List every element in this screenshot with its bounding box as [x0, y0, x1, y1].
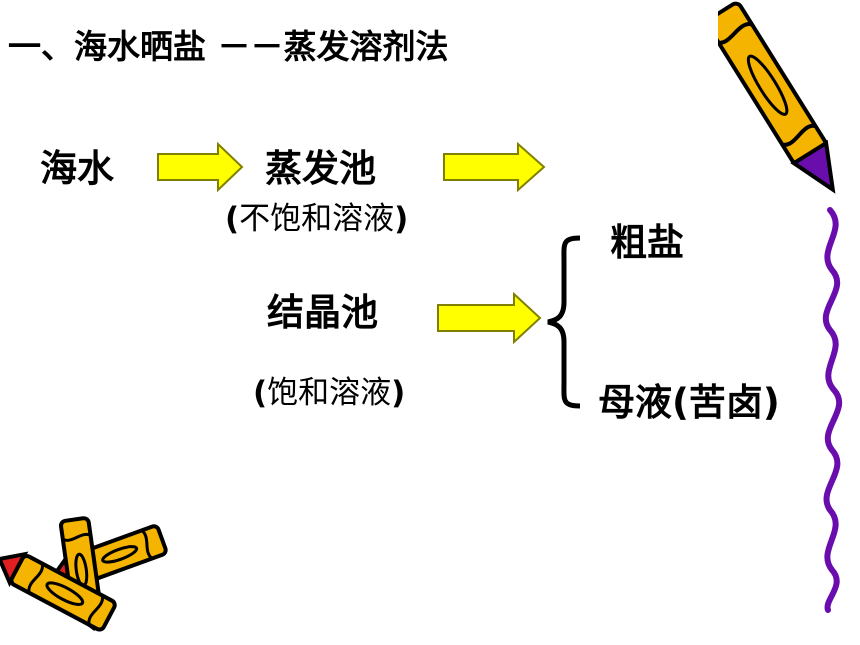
arrow-seawater-to-evaporation — [157, 142, 244, 192]
crayon-icon — [718, 1, 836, 194]
crystallization-pond-state: (饱和溶液) — [253, 375, 406, 411]
crystallization-pond-label: 结晶池 — [267, 291, 378, 334]
seawater-label: 海水 — [40, 147, 114, 190]
crayon-icon — [0, 516, 168, 632]
evaporation-pond-label: 蒸发池 — [265, 147, 376, 190]
product-crude-salt: 粗盐 — [610, 221, 684, 264]
arrow-crystallization-to-products — [437, 292, 542, 344]
slide-title: 一、海水晒盐 －－蒸发溶剂法 — [8, 27, 449, 66]
evaporation-pond-state: (不饱和溶液) — [225, 201, 409, 237]
curly-brace — [547, 235, 581, 409]
purple-wave-line — [822, 207, 843, 613]
arrow-evaporation-onward — [443, 142, 546, 192]
product-mother-liquor: 母液(苦卤) — [598, 381, 780, 424]
